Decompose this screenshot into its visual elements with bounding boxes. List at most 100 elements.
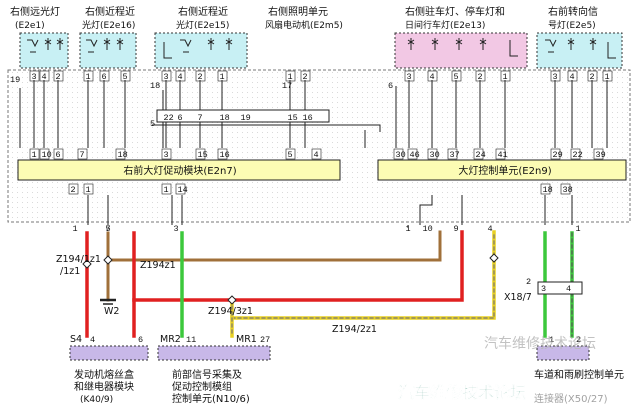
svg-text:17: 17 [282,81,292,91]
pin-box [560,183,571,195]
pin-label: 37 [450,150,460,160]
svg-text:6: 6 [388,81,393,91]
svg-text:19: 19 [10,75,20,85]
svg-text:W2: W2 [104,306,119,317]
pin-label: 29 [553,150,563,160]
pin-label: 4 [570,72,575,82]
component-e2e1: 右侧远光灯 (E2e1) [10,5,69,69]
watermark-banner: 汽车维修技术论坛 [388,381,640,403]
svg-text:S4: S4 [70,334,82,345]
pin-label: 1 [86,72,91,82]
svg-text:2: 2 [576,335,581,345]
pin-box [570,148,581,160]
pin-box [83,183,94,195]
pin-label: 2 [198,72,203,82]
svg-text:右前转向信: 右前转向信 [548,5,598,18]
pin-box [161,148,172,160]
svg-text:汽车维修技术论坛: 汽车维修技术论坛 [398,383,526,402]
svg-text:风扇电动机(E2m5): 风扇电动机(E2m5) [265,19,343,31]
pin-box [77,148,88,160]
pin-label: 7 [80,150,85,160]
label-z194-3z1: Z194/3z1 [208,306,253,317]
svg-text:18: 18 [150,81,160,91]
svg-text:1: 1 [549,335,554,345]
pin-label: 3 [407,72,412,82]
svg-text:右侧近程近: 右侧近程近 [85,5,135,18]
box-x50 [536,345,590,361]
pin-label: 2 [303,72,308,82]
pin-box [285,148,296,160]
svg-text:前部信号采集及: 前部信号采集及 [172,368,242,381]
pin-label: 1 [220,72,225,82]
pin-box [593,148,604,160]
pin-label: 2 [71,185,76,195]
box-n10 [157,345,271,361]
svg-text:大灯控制单元(E2n9): 大灯控制单元(E2n9) [458,164,551,177]
svg-text:号灯(E2e5): 号灯(E2e5) [548,20,596,31]
pin-box [427,148,438,160]
pin-label: 41 [498,150,508,160]
svg-text:(E2e1): (E2e1) [15,21,45,31]
pin-label: 7 [106,224,111,234]
svg-text:4: 4 [90,335,95,345]
pin-label: 22 [573,150,583,160]
pin-label: 18 [118,150,128,160]
pin-box [195,148,206,160]
label-z194-1z1: Z194/1z1 [56,254,101,265]
pin-label: 5 [288,150,293,160]
box-k40 [69,345,149,361]
pin-label: 1 [32,150,37,160]
pin-label: 1 [73,224,78,234]
lower-black-wires [87,195,573,228]
svg-text:4: 4 [566,284,571,294]
pin-label: 10 [423,224,433,234]
pin-label: 15 [288,113,298,123]
svg-text:光灯(E2e16): 光灯(E2e16) [82,19,135,31]
pin-label: 1 [576,224,581,234]
component-e2m5: 右侧照明单元 风扇电动机(E2m5) [265,5,343,31]
pin-box [393,148,404,160]
harness-area [8,70,630,222]
pin-label: 3 [553,72,558,82]
svg-text:发动机熔丝盒: 发动机熔丝盒 [74,368,134,381]
pin-label: 3 [164,72,169,82]
pin-label: 4 [178,72,183,82]
pin-label: 16 [303,113,313,123]
component-e2e5: 右前转向信 号灯(E2e5) [536,5,623,69]
pin-label: 3 [32,72,37,82]
svg-text:MR1: MR1 [236,334,257,345]
svg-text:车道和雨刷控制单元: 车道和雨刷控制单元 [534,368,624,381]
pin-label: 30 [430,150,440,160]
component-k40: 发动机熔丝盒 和继电器模块 (K40/9) [74,368,134,405]
pin-label: 18 [220,113,230,123]
connector-x18: 3 4 2 X18/7 [504,277,583,303]
pin-label: 6 [178,113,183,123]
pin-box [550,148,561,160]
pin-label: 6 [102,72,107,82]
colored-wires [85,230,574,338]
svg-text:6: 6 [138,335,143,345]
pin-label: 19 [241,113,251,123]
label-z194-1z1-b: /1z1 [60,266,80,277]
pin-box [29,148,40,160]
pin-label: 4 [430,72,435,82]
pin-label: 30 [396,150,406,160]
pin-label: 4 [314,150,319,160]
pin-label: 18 [543,185,553,195]
pin-label: 39 [596,150,606,160]
svg-text:X18/7: X18/7 [504,292,532,303]
label-z194z1: Z194z1 [140,260,176,271]
svg-text:右侧驻车灯、停车灯和: 右侧驻车灯、停车灯和 [405,5,505,18]
pin-label: 5 [123,72,128,82]
svg-text:右侧远光灯: 右侧远光灯 [10,5,60,18]
bottom-pin-labels: S4 4 6 MR2 11 MR1 27 1 2 [70,334,581,345]
ground-w2: W2 [100,298,119,317]
svg-text:27: 27 [260,335,270,345]
pin-box [68,183,79,195]
pin-label: 4 [42,72,47,82]
